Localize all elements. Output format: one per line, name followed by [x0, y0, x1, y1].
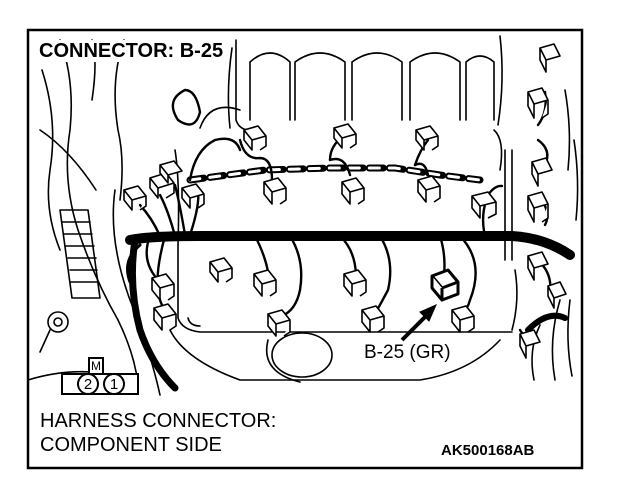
- connector: [267, 309, 291, 337]
- connector: [263, 177, 287, 205]
- subtitle-line-1: HARNESS CONNECTOR:: [40, 410, 277, 432]
- connector: [181, 183, 205, 209]
- connector: [341, 177, 365, 205]
- connector: [243, 125, 267, 151]
- ground-terminal: [39, 311, 69, 353]
- diagram-title: CONNECTOR: B-25: [36, 40, 227, 62]
- connector: [527, 191, 549, 223]
- engine-block: [169, 149, 518, 383]
- corrugated-hose: [59, 209, 101, 299]
- callout-arrow: [400, 304, 437, 342]
- connector: [417, 175, 441, 203]
- connector: [531, 157, 553, 187]
- pin-1-circle: [103, 373, 125, 395]
- connector: [527, 251, 549, 281]
- connector: [539, 43, 561, 73]
- callout-label: B-25 (GR): [364, 342, 451, 363]
- pin-2-circle: [77, 373, 99, 395]
- connector-face-key: [88, 357, 104, 375]
- pin-2-label: 2: [83, 376, 93, 393]
- connector: [253, 269, 277, 297]
- connector: [151, 273, 175, 301]
- connector: [153, 303, 177, 331]
- connector-marker: M: [91, 359, 101, 373]
- branch-wires: [138, 88, 552, 347]
- connector: [123, 185, 147, 211]
- right-hoses: [504, 89, 579, 381]
- connectors: [123, 43, 567, 359]
- connector: [159, 160, 183, 184]
- wiring-harness: [125, 164, 575, 392]
- connector-face-symbol: [61, 357, 139, 395]
- pin-1-label: 1: [109, 376, 119, 393]
- connector: [547, 281, 567, 309]
- connector: [527, 87, 549, 119]
- connector: [361, 305, 385, 333]
- connector-b25: [430, 268, 460, 302]
- connector: [415, 125, 439, 151]
- connector: [343, 269, 367, 297]
- connector: [451, 305, 475, 333]
- connector: [209, 257, 233, 283]
- figure-code: AK500168AB: [441, 442, 535, 459]
- connector: [471, 191, 497, 219]
- subtitle-line-2: COMPONENT SIDE: [40, 434, 222, 456]
- connector: [519, 329, 541, 359]
- figure-frame: [26, 28, 584, 470]
- connector: [333, 123, 357, 149]
